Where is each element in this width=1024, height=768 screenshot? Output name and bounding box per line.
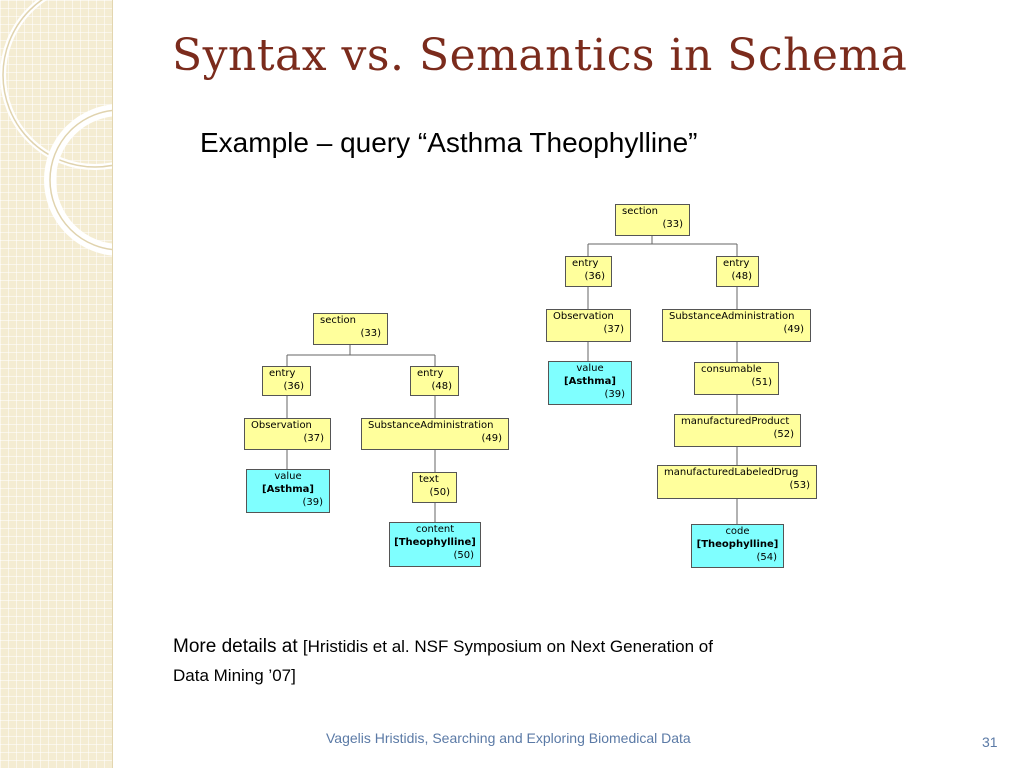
- page-number: 31: [982, 734, 998, 750]
- footnote-citation-line1: [Hristidis et al. NSF Symposium on Next …: [302, 637, 713, 656]
- tree-left-text-node: text (50): [412, 472, 457, 503]
- tree-right-substance-administration-node: SubstanceAdministration (49): [662, 309, 811, 342]
- tree-left-substance-administration-node: SubstanceAdministration (49): [361, 418, 509, 450]
- footnote-lead: More details at: [173, 636, 303, 657]
- tree-right-value-node: value [Asthma] (39): [548, 361, 632, 405]
- tree-right-manufactured-labeled-drug-node: manufacturedLabeledDrug (53): [657, 465, 817, 499]
- footnote-citation-line2: Data Mining ’07]: [173, 666, 296, 685]
- slide-subtitle: Example – query “Asthma Theophylline”: [200, 127, 698, 158]
- tree-right-consumable-node: consumable (51): [694, 362, 779, 395]
- tree-right-code-node: code [Theophylline] (54): [691, 524, 784, 568]
- decorative-side-strip: [0, 0, 113, 768]
- tree-left-section-node: section (33): [313, 313, 388, 345]
- tree-left-observation-node: Observation (37): [244, 418, 331, 450]
- tree-left-entry-node: entry (48): [410, 366, 459, 396]
- slide-title: Syntax vs. Semantics in Schema: [172, 30, 908, 81]
- tree-right-entry-node: entry (36): [565, 256, 612, 287]
- tree-right-observation-node: Observation (37): [546, 309, 631, 342]
- tree-right-section-node: section (33): [615, 204, 690, 236]
- footnote-reference: More details at [Hristidis et al. NSF Sy…: [173, 632, 933, 690]
- slide-footer: Vagelis Hristidis, Searching and Explori…: [326, 730, 691, 746]
- tree-right-manufactured-product-node: manufacturedProduct (52): [674, 414, 801, 447]
- tree-left-content-node: content [Theophylline] (50): [389, 522, 481, 567]
- tree-left-value-node: value [Asthma] (39): [246, 469, 330, 513]
- decorative-circles: [0, 0, 112, 256]
- tree-right-entry-node: entry (48): [716, 256, 759, 287]
- tree-left-entry-node: entry (36): [262, 366, 311, 396]
